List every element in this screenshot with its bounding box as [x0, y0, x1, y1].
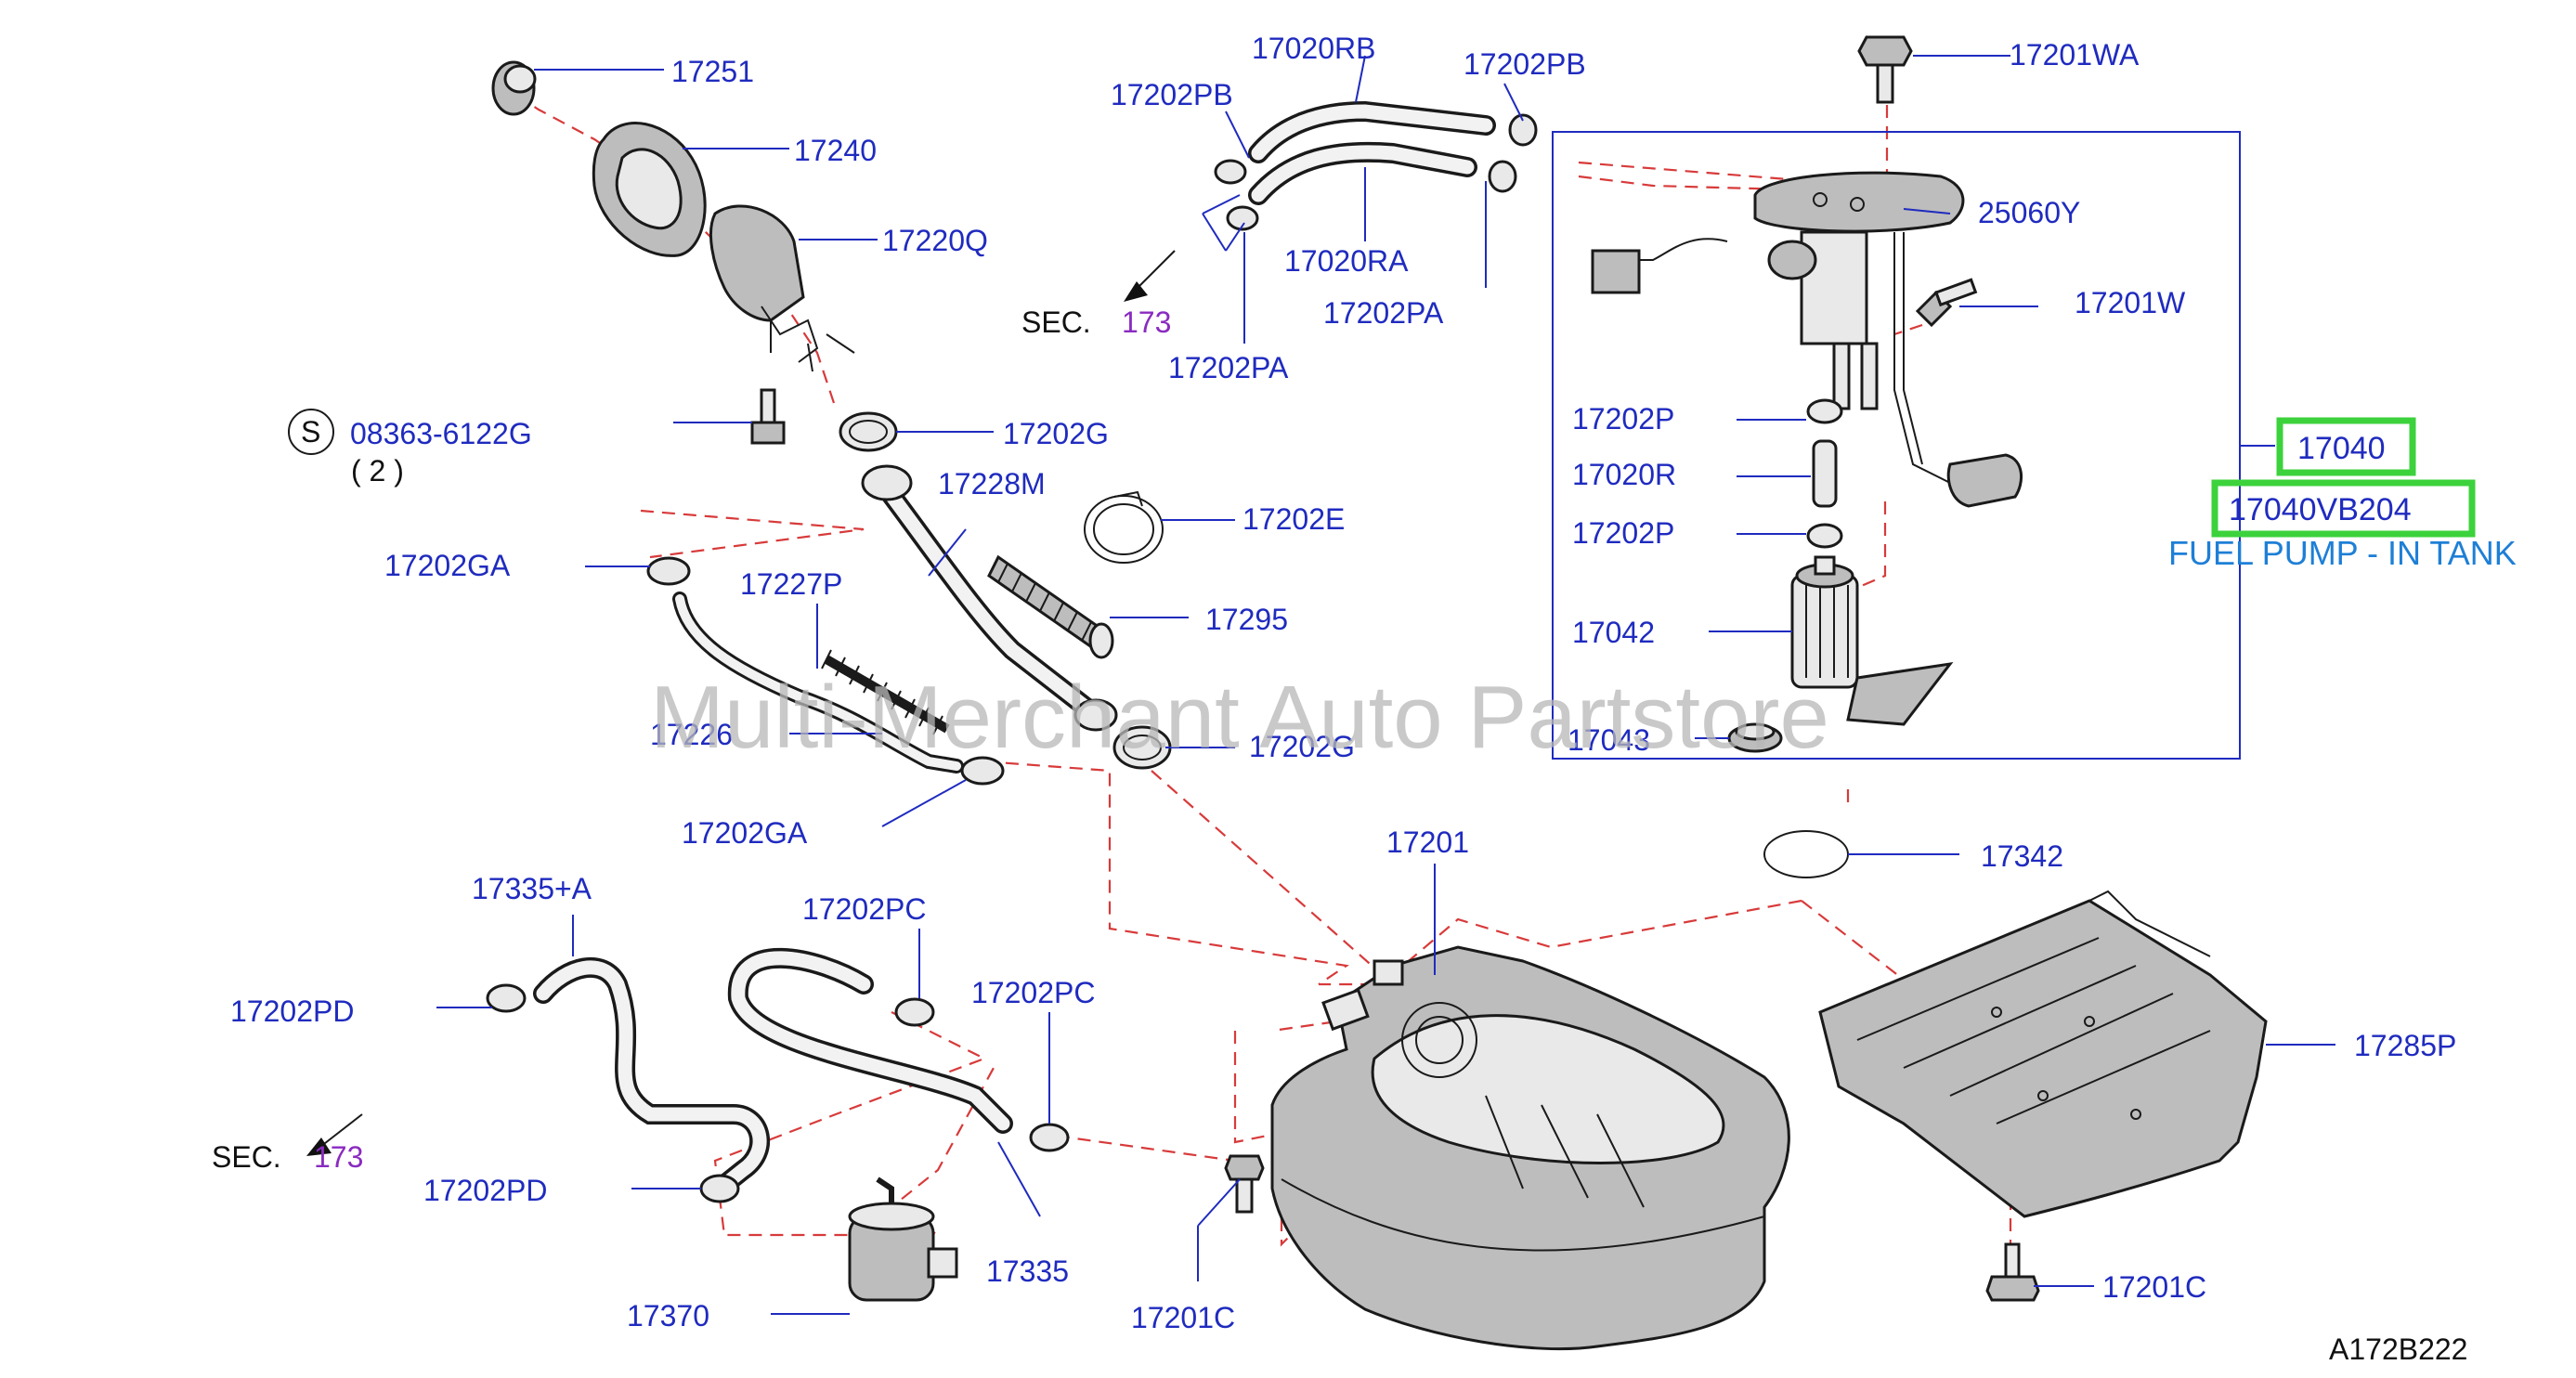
hose-17226-drawing [672, 592, 964, 774]
label-17285p[interactable]: 17285P [2354, 1029, 2456, 1062]
label-17202e[interactable]: 17202E [1242, 502, 1345, 536]
diagram-reference-code: A172B222 [2329, 1332, 2467, 1366]
label-17202p-top[interactable]: 17202P [1572, 402, 1674, 436]
part-drawings [306, 35, 2268, 1351]
label-17335[interactable]: 17335 [986, 1254, 1069, 1288]
skid-plate-drawing [1818, 890, 2268, 1218]
label-17202g-bottom[interactable]: 17202G [1249, 730, 1355, 763]
section-arrows-drawing [306, 250, 1176, 1156]
clamp-17202e-drawing [1084, 490, 1164, 564]
leader-lines [436, 55, 2335, 1315]
highlight-17040vb204 [2211, 479, 2476, 538]
label-17240[interactable]: 17240 [794, 134, 877, 167]
watermark: Multi-Merchant Auto Partstore [650, 668, 1829, 767]
label-17227p[interactable]: 17227P [740, 567, 842, 601]
label-17202pa-right[interactable]: 17202PA [1323, 296, 1444, 330]
caption-fuel-pump-in-tank: FUEL PUMP - IN TANK [2168, 534, 2517, 572]
filter-17043-drawing [1727, 661, 1954, 753]
highlight-17040 [2276, 417, 2416, 476]
label-17043[interactable]: 17043 [1568, 723, 1650, 757]
label-17201wa[interactable]: 17201WA [2010, 38, 2140, 72]
bolt-17201w-drawing [1915, 278, 1978, 328]
label-17201[interactable]: 17201 [1386, 826, 1469, 859]
label-17251[interactable]: 17251 [671, 55, 754, 88]
bolt-17201c-left-drawing [1224, 1154, 1265, 1214]
label-17020r[interactable]: 17020R [1572, 458, 1676, 491]
label-17020rb[interactable]: 17020RB [1252, 32, 1375, 65]
label-17202pb-right[interactable]: 17202PB [1464, 47, 1586, 81]
breather-17295-drawing [987, 554, 1114, 659]
label-sec-top: SEC. [1021, 306, 1091, 339]
canister-17370-drawing [848, 1176, 958, 1302]
label-17201c-left[interactable]: 17201C [1131, 1301, 1235, 1334]
link-sec-173-top[interactable]: 173 [1122, 306, 1171, 339]
fuel-pump-17042-drawing [1790, 555, 1859, 689]
label-17202p-bottom[interactable]: 17202P [1572, 516, 1674, 550]
label-17202pb-left[interactable]: 17202PB [1111, 78, 1233, 111]
label-17201c-right[interactable]: 17201C [2102, 1270, 2206, 1304]
label-17370[interactable]: 17370 [627, 1299, 709, 1332]
clamp-17202g-drawing [839, 411, 898, 452]
hose-17335-drawing [727, 947, 1070, 1152]
bolt-17201c-right-drawing [1985, 1242, 2040, 1302]
label-17220q[interactable]: 17220Q [882, 224, 988, 257]
label-08363-6122g[interactable]: 08363-6122G [350, 417, 532, 450]
part-labels: 17251 17240 17220Q S 08363-6122G ( 2 ) 1… [212, 32, 2517, 1366]
label-17020ra[interactable]: 17020RA [1284, 244, 1409, 278]
bolt-08363-drawing [750, 388, 786, 445]
spring-17227p-drawing [821, 649, 950, 735]
label-17202ga-bottom[interactable]: 17202GA [682, 816, 808, 850]
clamp-17202ga-drawing [646, 556, 691, 586]
label-17202pa-left[interactable]: 17202PA [1168, 351, 1289, 384]
link-sec-173-bottom[interactable]: 173 [314, 1140, 363, 1174]
label-08363-quantity: ( 2 ) [351, 454, 404, 488]
label-25060y[interactable]: 25060Y [1978, 196, 2080, 229]
label-17226[interactable]: 17226 [650, 718, 733, 751]
label-17202pd-bottom[interactable]: 17202PD [423, 1174, 547, 1207]
label-17202pc-left[interactable]: 17202PC [802, 892, 926, 926]
label-17040[interactable]: 17040 [2297, 431, 2386, 466]
label-17040vb204[interactable]: 17040VB204 [2229, 492, 2412, 527]
label-17202pd-top[interactable]: 17202PD [230, 994, 354, 1028]
s-symbol-letter: S [301, 415, 320, 448]
label-17228m[interactable]: 17228M [938, 467, 1046, 500]
hose-17335a-drawing [486, 957, 770, 1203]
filler-seal-drawing [592, 122, 707, 257]
gasket-17342-drawing [1763, 830, 1849, 878]
label-17201w[interactable]: 17201W [2075, 286, 2186, 319]
label-17202ga-top[interactable]: 17202GA [384, 549, 511, 582]
pump-clamps-drawing [1806, 398, 1843, 549]
filler-hose-17228m-drawing [861, 464, 1118, 732]
label-17295[interactable]: 17295 [1205, 603, 1288, 636]
fuel-cap-drawing [491, 60, 537, 116]
fuel-pump-bracket-drawing [1591, 171, 2023, 508]
clamp-17202ga-bottom-drawing [960, 756, 1005, 786]
bolt-17201wa-drawing [1857, 35, 1913, 104]
label-17202g-top[interactable]: 17202G [1003, 417, 1109, 450]
label-17342[interactable]: 17342 [1981, 839, 2063, 873]
label-17042[interactable]: 17042 [1572, 616, 1655, 649]
label-sec-bottom: SEC. [212, 1140, 281, 1174]
label-17335a[interactable]: 17335+A [472, 872, 592, 905]
label-17202pc-right[interactable]: 17202PC [971, 976, 1095, 1009]
filler-neck-drawing [709, 204, 855, 372]
s-symbol-circle [288, 409, 334, 455]
fuel-tank-drawing [1270, 945, 1790, 1351]
vent-hoses-drawing [1214, 100, 1538, 231]
